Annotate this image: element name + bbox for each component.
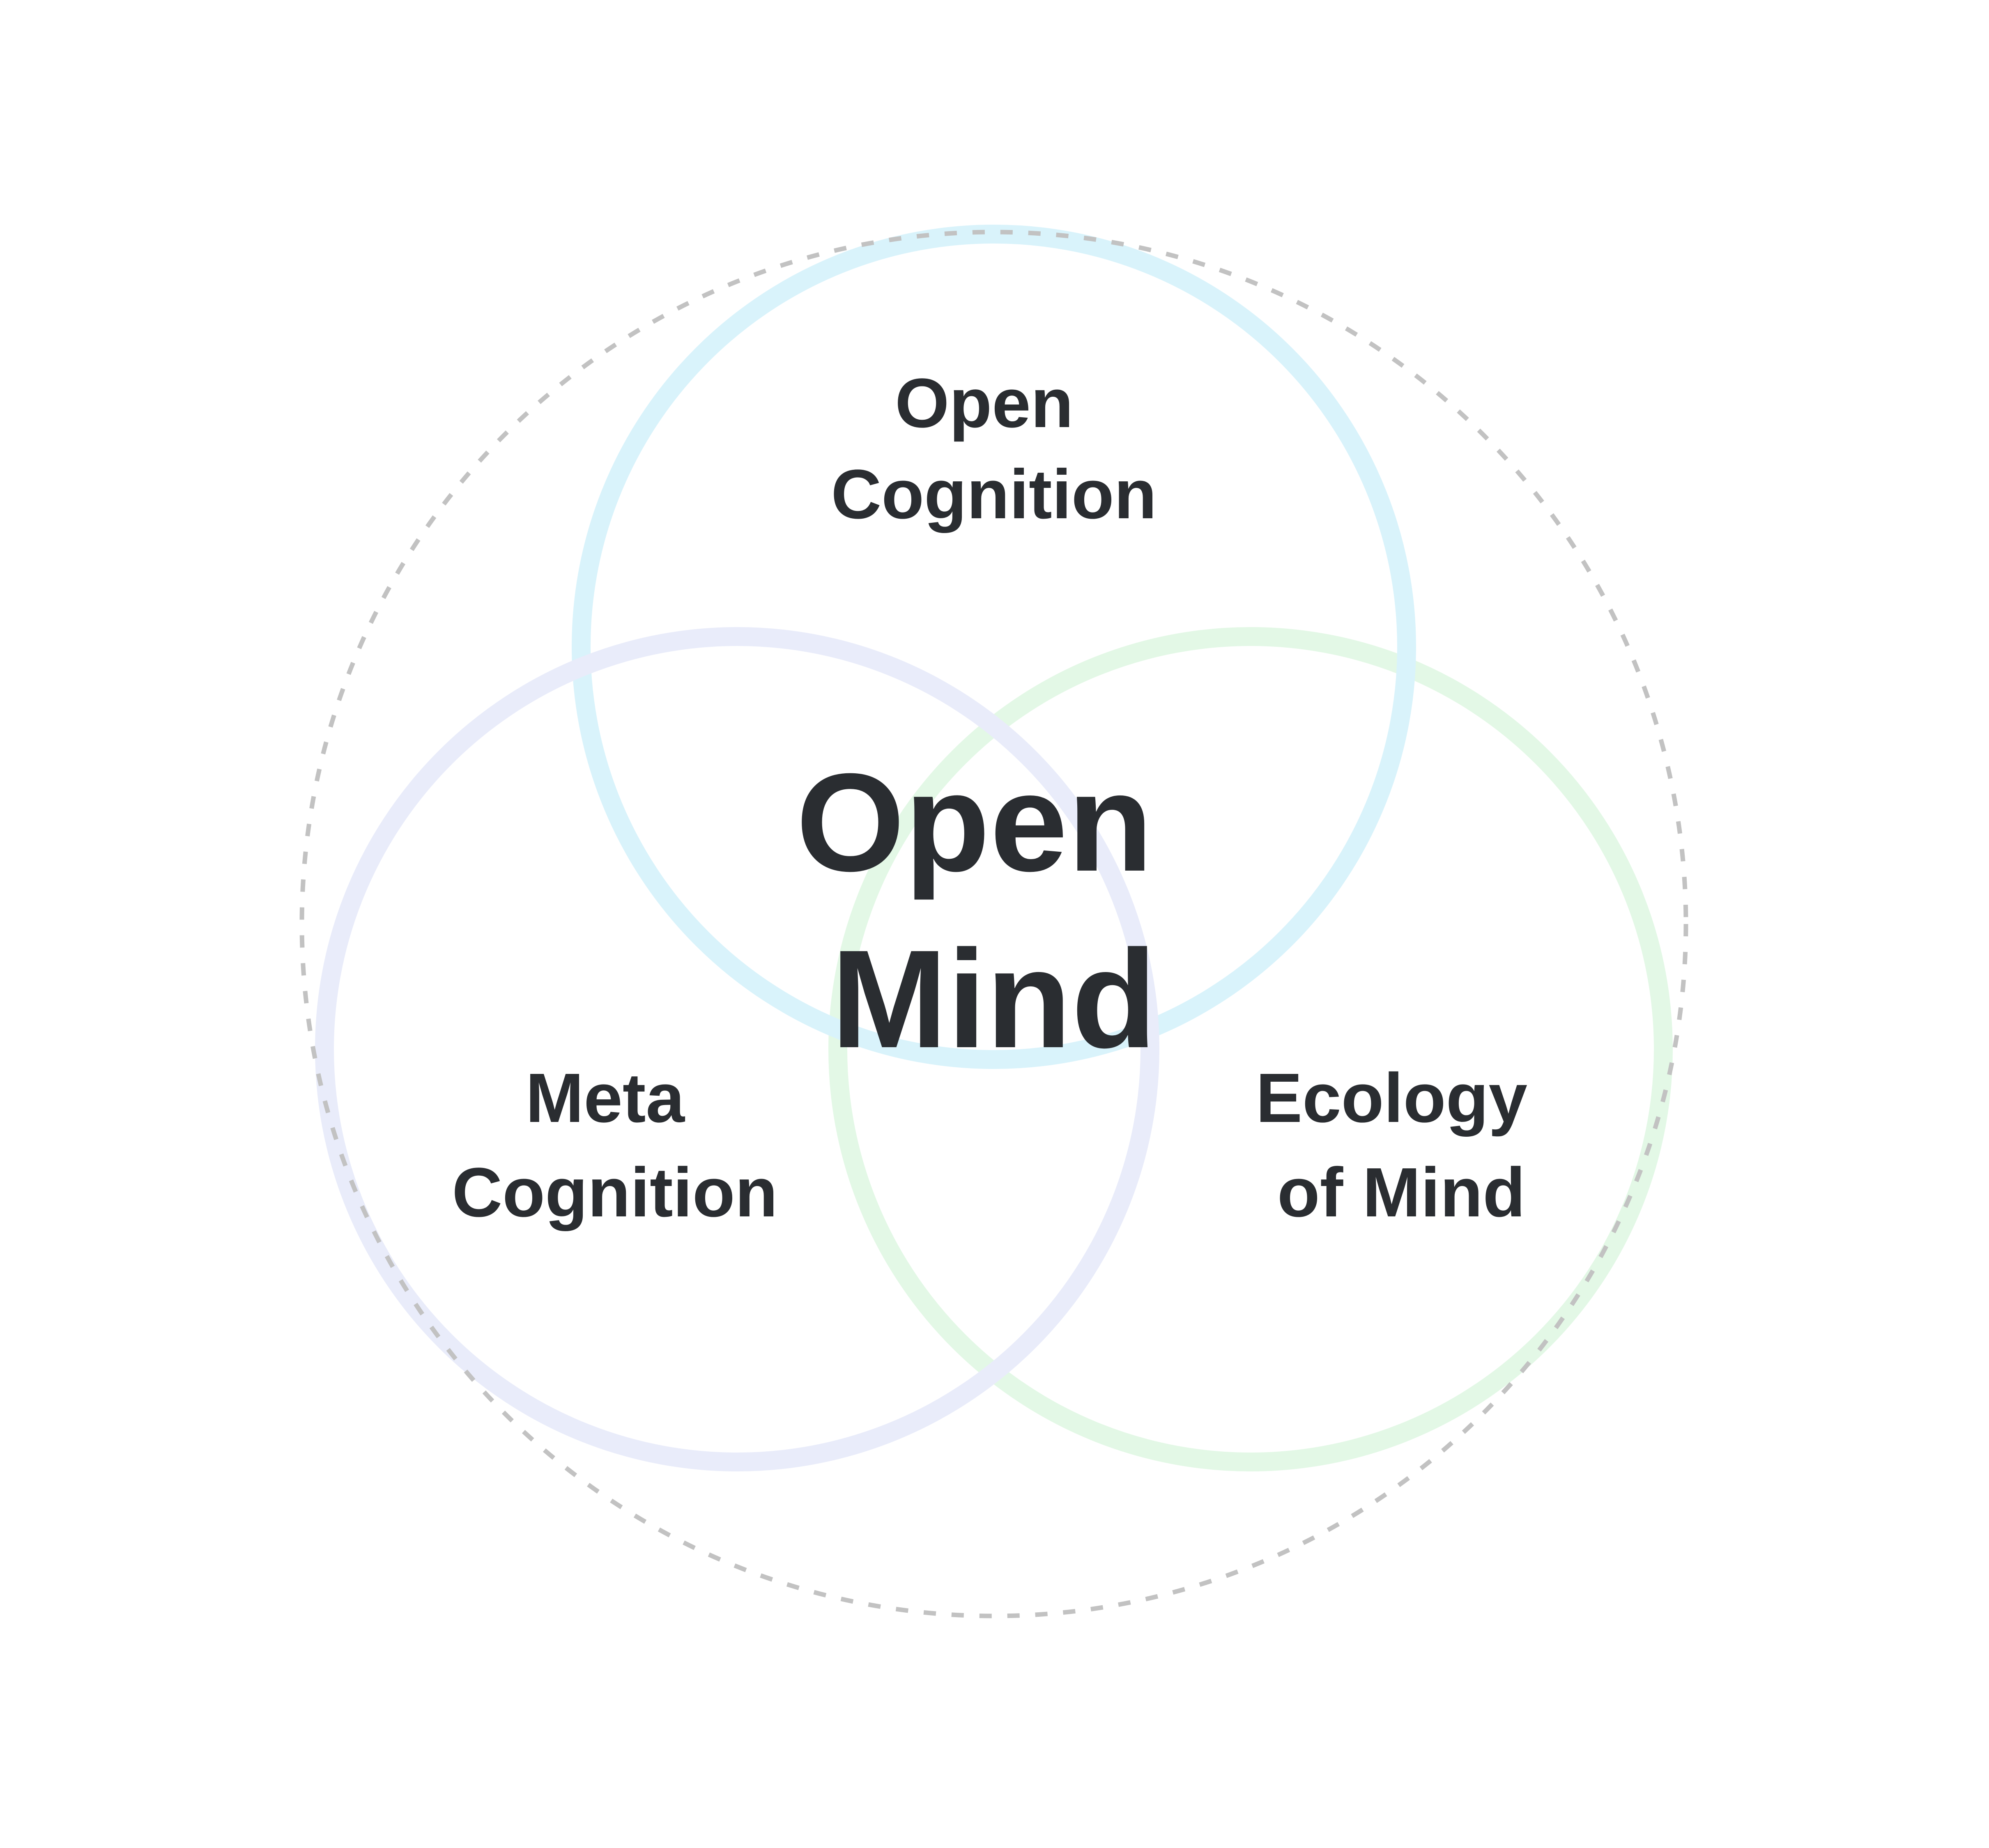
center-label-line1: Open bbox=[796, 745, 1153, 901]
meta-cognition-label: Meta Cognition bbox=[452, 1059, 777, 1232]
center-label-line2: Mind bbox=[831, 921, 1157, 1077]
open-cognition-label-line2: Cognition bbox=[831, 455, 1157, 533]
center-label-open-mind: Open Mind bbox=[796, 745, 1191, 1077]
open-cognition-circle bbox=[572, 225, 1416, 1069]
ecology-of-mind-circle bbox=[828, 627, 1673, 1471]
open-cognition-label: Open Cognition bbox=[831, 364, 1157, 533]
meta-cognition-circle bbox=[315, 627, 1159, 1471]
meta-cognition-label-line1: Meta bbox=[526, 1059, 685, 1137]
ecology-of-mind-label: Ecology of Mind bbox=[1256, 1059, 1547, 1232]
ecology-of-mind-label-line2: of Mind bbox=[1277, 1154, 1525, 1232]
open-cognition-label-line1: Open bbox=[895, 364, 1073, 442]
meta-cognition-label-line2: Cognition bbox=[452, 1154, 777, 1232]
ecology-of-mind-label-line1: Ecology bbox=[1256, 1059, 1527, 1137]
outer-boundary-circle bbox=[299, 230, 1688, 1618]
